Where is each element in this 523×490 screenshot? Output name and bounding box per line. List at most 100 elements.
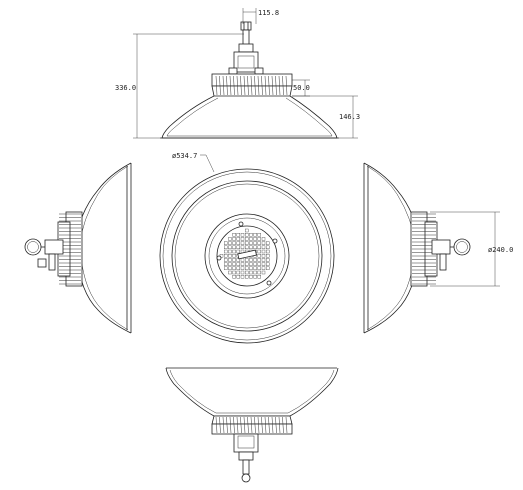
- led-cell: [266, 262, 270, 266]
- led-cell: [266, 249, 270, 254]
- led-cell: [240, 237, 245, 241]
- dimension-diameter: ø534.7: [172, 152, 215, 173]
- led-cell: [236, 262, 241, 266]
- led-cell: [240, 258, 245, 262]
- hook-top: [228, 21, 264, 75]
- led-cell: [236, 275, 241, 279]
- front-elevation-view: 115.8 336.0 50.0 146.3: [115, 8, 360, 139]
- dimension-diameter-label: ø534.7: [172, 152, 197, 160]
- led-cell: [236, 258, 241, 262]
- led-cell: [228, 266, 232, 270]
- led-cell: [240, 270, 245, 275]
- led-cell: [257, 270, 261, 275]
- led-cell: [223, 266, 228, 270]
- led-cell: [232, 270, 236, 275]
- led-cell: [240, 262, 245, 266]
- led-cell: [261, 270, 266, 275]
- led-cell: [249, 275, 253, 279]
- led-cell: [240, 266, 245, 270]
- led-cell: [261, 262, 266, 266]
- led-cell: [219, 253, 224, 258]
- dimension-reflector-height-label: 146.3: [339, 113, 360, 121]
- led-cell: [257, 249, 261, 254]
- led-cell: [261, 266, 266, 270]
- led-cell: [223, 258, 228, 262]
- right-side-view: ø240.0: [363, 162, 513, 334]
- led-cell: [266, 245, 270, 250]
- led-cell: [232, 241, 236, 245]
- heatsink-top: [211, 73, 293, 97]
- led-cell: [244, 270, 249, 275]
- led-cell: [266, 241, 270, 245]
- dimension-overall-height: 336.0: [115, 33, 244, 139]
- led-cell: [232, 275, 236, 279]
- led-cell: [266, 266, 270, 270]
- led-cell: [257, 262, 261, 266]
- led-cell: [232, 245, 236, 250]
- dimension-side-height-label: ø240.0: [488, 246, 513, 254]
- led-cell: [236, 249, 241, 254]
- reflector-top: [160, 95, 339, 139]
- led-cell: [228, 253, 232, 258]
- led-cell: [244, 262, 249, 266]
- led-cell: [253, 245, 257, 250]
- led-cell: [240, 245, 245, 250]
- led-cell: [244, 228, 249, 233]
- led-cell: [244, 241, 249, 245]
- led-cell: [240, 275, 245, 279]
- led-cell: [249, 262, 253, 266]
- led-cell: [236, 266, 241, 270]
- led-cell: [223, 245, 228, 250]
- led-cell: [244, 232, 249, 237]
- led-cell: [228, 237, 232, 241]
- plan-view: ø534.7: [159, 152, 335, 344]
- dimension-side-height: ø240.0: [430, 211, 513, 287]
- led-cell: [228, 270, 232, 275]
- led-cell: [232, 249, 236, 254]
- led-cell: [261, 245, 266, 250]
- led-cell: [232, 237, 236, 241]
- led-cell: [249, 241, 253, 245]
- led-cell: [257, 253, 261, 258]
- led-cell: [266, 258, 270, 262]
- led-cell: [223, 253, 228, 258]
- led-cell: [249, 270, 253, 275]
- led-cell: [257, 241, 261, 245]
- led-cell: [223, 241, 228, 245]
- led-cell: [253, 258, 257, 262]
- led-cell: [232, 262, 236, 266]
- led-cell: [253, 232, 257, 237]
- left-side-view: [24, 162, 132, 334]
- led-cell: [249, 258, 253, 262]
- led-cell: [232, 266, 236, 270]
- led-cell: [249, 245, 253, 250]
- led-cell: [223, 262, 228, 266]
- led-cell: [244, 258, 249, 262]
- led-cell: [261, 237, 266, 241]
- dimension-top-width-label: 115.8: [258, 9, 279, 17]
- led-cell: [232, 253, 236, 258]
- led-module-grid: [219, 228, 270, 279]
- led-cell: [249, 266, 253, 270]
- dimension-top-width: 115.8: [242, 8, 279, 24]
- dimension-heatsink-height-label: 50.0: [293, 84, 310, 92]
- led-cell: [257, 245, 261, 250]
- dimension-reflector-height: 146.3: [292, 95, 360, 139]
- led-cell: [244, 266, 249, 270]
- led-cell: [249, 232, 253, 237]
- led-cell: [261, 249, 266, 254]
- led-cell: [236, 270, 241, 275]
- led-cell: [253, 237, 257, 241]
- led-cell: [228, 245, 232, 250]
- led-cell: [257, 258, 261, 262]
- led-cell: [253, 266, 257, 270]
- led-cell: [253, 275, 257, 279]
- led-cell: [253, 241, 257, 245]
- dimension-heatsink-height: 50.0: [292, 79, 310, 97]
- led-cell: [244, 237, 249, 241]
- dimension-overall-height-label: 336.0: [115, 84, 136, 92]
- led-cell: [261, 241, 266, 245]
- led-cell: [236, 245, 241, 250]
- led-cell: [228, 262, 232, 266]
